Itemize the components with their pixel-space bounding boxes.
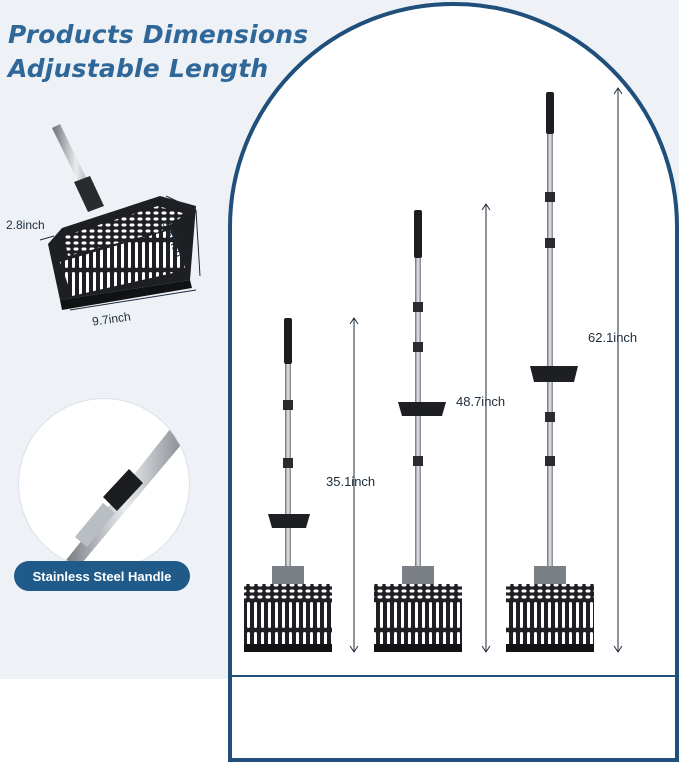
tool-long bbox=[506, 92, 594, 652]
length-short-label: 35.1inch bbox=[326, 474, 376, 489]
handle-joint-illustration bbox=[59, 423, 189, 569]
length-long-label: 62.1inch bbox=[588, 330, 638, 345]
closeup-scoop bbox=[48, 196, 196, 310]
title-line-1: Products Dimensions bbox=[8, 20, 309, 49]
length-arrows bbox=[349, 87, 623, 653]
tool-short bbox=[244, 318, 332, 652]
tool-medium bbox=[374, 210, 462, 652]
closeup-handle bbox=[52, 124, 104, 212]
dim-depth-label: 2.8inch bbox=[6, 218, 45, 232]
closeup-dimension-lines bbox=[39, 195, 201, 311]
handle-detail-circle bbox=[18, 398, 190, 570]
handle-badge: Stainless Steel Handle bbox=[14, 561, 190, 591]
title-line-2: Adjustable Length bbox=[8, 54, 269, 83]
length-medium-label: 48.7inch bbox=[456, 394, 506, 409]
product-illustrations bbox=[39, 87, 679, 677]
